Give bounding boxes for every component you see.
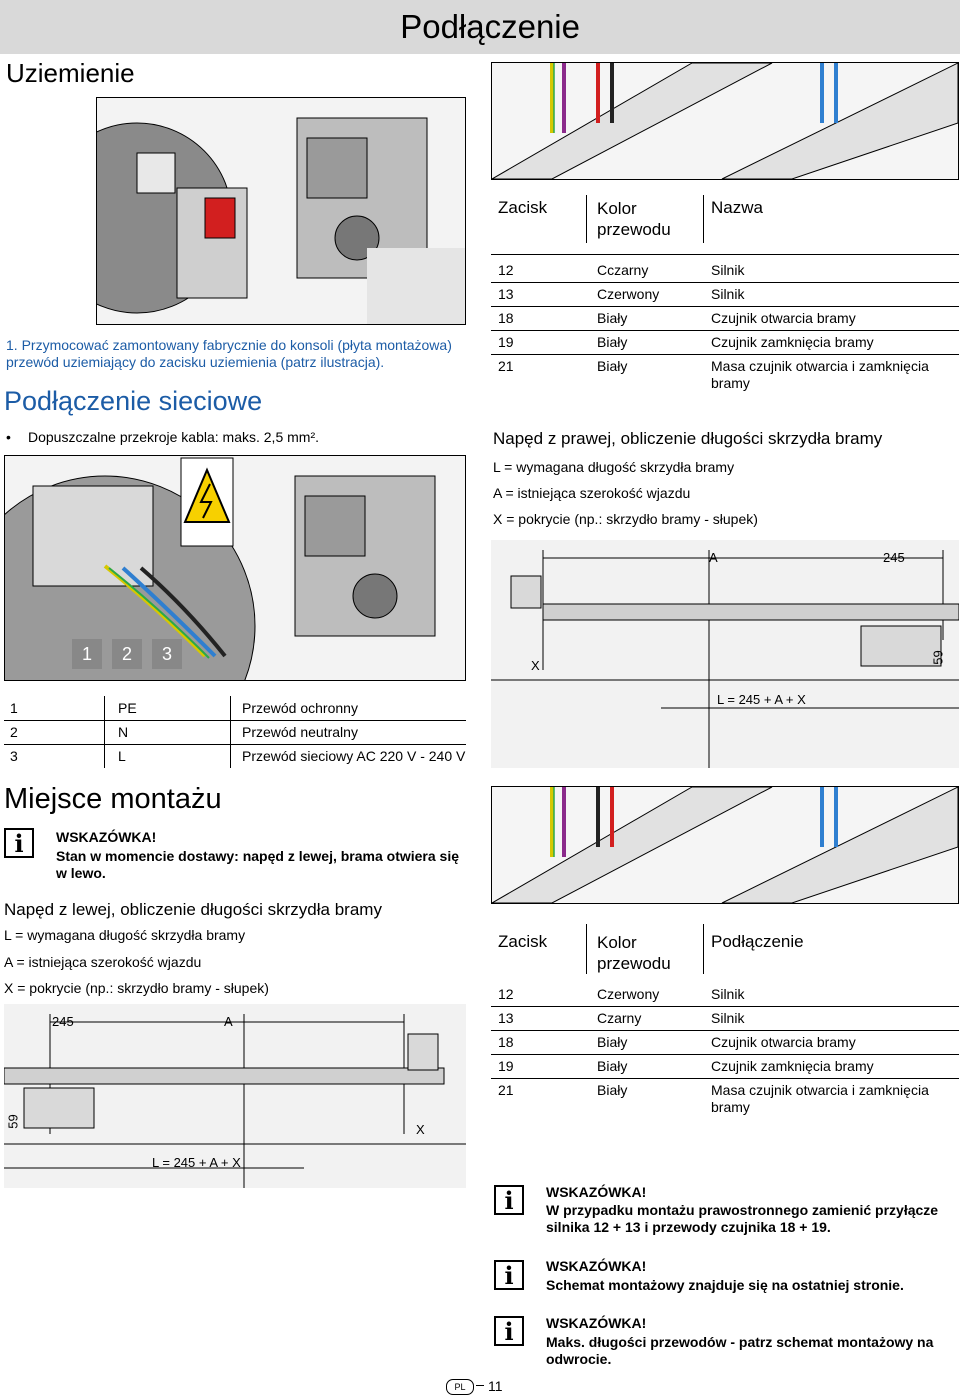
cell-name: Czujnik otwarcia bramy	[711, 310, 856, 326]
col-header-color: Kolor przewodu	[597, 199, 671, 239]
left-drive-heading: Napęd z lewej, obliczenie długości skrzy…	[4, 900, 382, 919]
dim-245: 245	[883, 550, 905, 565]
right-drive-diagram: A 245 X 59 L = 245 + A + X	[491, 540, 960, 768]
mains-row-num: 1	[10, 700, 18, 716]
right-drive-line: X = pokrycie (np.: skrzydło bramy - słup…	[493, 511, 758, 527]
cell-color: Czerwony	[597, 986, 660, 1002]
cell-terminal: 12	[498, 986, 514, 1002]
cell-terminal: 13	[498, 1010, 514, 1026]
cell-terminal: 21	[498, 358, 514, 374]
cell-connection: Silnik	[711, 986, 745, 1002]
place-note-text: Stan w momencie dostawy: napęd z lewej, …	[56, 848, 460, 881]
cell-name: Czujnik zamknięcia bramy	[711, 334, 874, 350]
cell-terminal: 18	[498, 310, 514, 326]
cell-color: Cczarny	[597, 262, 649, 278]
cell-color: Biały	[597, 1082, 628, 1098]
footer-dash	[476, 1385, 484, 1386]
page-number: 11	[488, 1378, 503, 1394]
place-note-label: WSKAZÓWKA!	[56, 829, 157, 845]
dim-A: A	[224, 1014, 233, 1029]
cell-terminal: 18	[498, 1034, 514, 1050]
cell-name: Masa czujnik otwarcia i zamknięcia bramy	[711, 358, 929, 391]
cell-connection: Silnik	[711, 1010, 745, 1026]
mains-row-code: PE	[118, 700, 137, 716]
mains-row-desc: Przewód neutralny	[242, 724, 358, 740]
cell-connection: Czujnik otwarcia bramy	[711, 1034, 856, 1050]
cell-color: Czarny	[597, 1010, 642, 1026]
note-text: W przypadku montażu prawostronnego zamie…	[546, 1202, 939, 1235]
cell-color: Biały	[597, 1034, 628, 1050]
language-badge: PL	[446, 1379, 474, 1395]
info-icon: i	[494, 1260, 524, 1290]
mains-row-code: L	[118, 748, 126, 764]
cell-color: Biały	[597, 334, 628, 350]
right-drive-heading: Napęd z prawej, obliczenie długości skrz…	[493, 429, 883, 448]
note-text: Schemat montażowy znajduje się na ostatn…	[546, 1277, 904, 1293]
col-header-color: Kolor przewodu	[597, 933, 671, 973]
right-drive-line: L = wymagana długość skrzydła bramy	[493, 459, 735, 475]
cell-name: Silnik	[711, 286, 745, 302]
mains-heading: Podłączenie sieciowe	[4, 386, 263, 416]
col-header-terminal: Zacisk	[498, 198, 548, 217]
info-icon: i	[494, 1185, 524, 1215]
dim-X: X	[416, 1122, 425, 1137]
dim-59: 59	[5, 1114, 21, 1129]
note-label: WSKAZÓWKA!	[546, 1315, 647, 1331]
info-icon: i	[494, 1316, 524, 1346]
terminal-illustration-top	[490, 62, 959, 180]
mains-row-num: 3	[10, 748, 18, 764]
cell-terminal: 21	[498, 1082, 514, 1098]
cell-color: Biały	[597, 310, 628, 326]
cell-terminal: 13	[498, 286, 514, 302]
mains-bullet: Dopuszczalne przekroje kabla: maks. 2,5 …	[28, 429, 319, 445]
info-icon: i	[4, 828, 34, 858]
mains-row-num: 2	[10, 724, 18, 740]
grounding-heading: Uziemienie	[6, 58, 135, 88]
header-band	[0, 0, 960, 54]
cell-color: Biały	[597, 1058, 628, 1074]
cell-color: Czerwony	[597, 286, 660, 302]
note-label: WSKAZÓWKA!	[546, 1258, 647, 1274]
left-drive-line: X = pokrycie (np.: skrzydło bramy - słup…	[4, 980, 269, 996]
mains-row-code: N	[118, 724, 129, 740]
cell-connection: Masa czujnik otwarcia i zamknięcia bramy	[711, 1082, 929, 1115]
place-heading: Miejsce montażu	[4, 783, 222, 815]
mains-table: 1 PE Przewód ochronny 2 N Przewód neutra…	[4, 696, 466, 768]
col-header-terminal: Zacisk	[498, 932, 548, 951]
mains-row-desc: Przewód sieciowy AC 220 V - 240 V	[242, 748, 466, 764]
note-label: WSKAZÓWKA!	[546, 1184, 647, 1200]
mains-row-desc: Przewód ochronny	[242, 700, 358, 716]
page-title: Podłączenie	[400, 8, 580, 45]
cell-terminal: 19	[498, 334, 514, 350]
dim-L: L = 245 + A + X	[152, 1155, 241, 1170]
cell-terminal: 19	[498, 1058, 514, 1074]
dim-A: A	[709, 550, 718, 565]
grounding-illustration	[41, 97, 466, 325]
col-header-connection: Podłączenie	[711, 932, 804, 951]
cell-name: Silnik	[711, 262, 745, 278]
mains-bullet-dot: •	[6, 429, 11, 445]
note-text: Maks. długości przewodów - patrz schemat…	[546, 1334, 934, 1367]
mains-number-3: 3	[152, 639, 182, 669]
mains-number-2: 2	[112, 639, 142, 669]
terminal-table-left-drive: Zacisk Kolor przewodu Nazwa 12 Cczarny S…	[491, 195, 959, 400]
cell-connection: Czujnik zamknięcia bramy	[711, 1058, 874, 1074]
left-drive-line: L = wymagana długość skrzydła bramy	[4, 927, 246, 943]
terminal-table-right-drive: Zacisk Kolor przewodu Podłączenie 12 Cze…	[491, 924, 959, 1124]
left-drive-line: A = istniejąca szerokość wjazdu	[4, 954, 202, 970]
cell-terminal: 12	[498, 262, 514, 278]
mains-number-1: 1	[72, 639, 102, 669]
dim-L: L = 245 + A + X	[717, 692, 806, 707]
grounding-step: 1. Przymocować zamontowany fabrycznie do…	[6, 337, 452, 370]
right-drive-line: A = istniejąca szerokość wjazdu	[493, 485, 691, 501]
dim-X: X	[531, 658, 540, 673]
terminal-illustration-bottom	[490, 786, 959, 904]
cell-color: Biały	[597, 358, 628, 374]
dim-245: 245	[52, 1014, 74, 1029]
left-drive-diagram: 245 A 59 X L = 245 + A + X	[3, 1004, 466, 1188]
dim-59: 59	[930, 650, 946, 665]
col-header-name: Nazwa	[711, 198, 763, 217]
